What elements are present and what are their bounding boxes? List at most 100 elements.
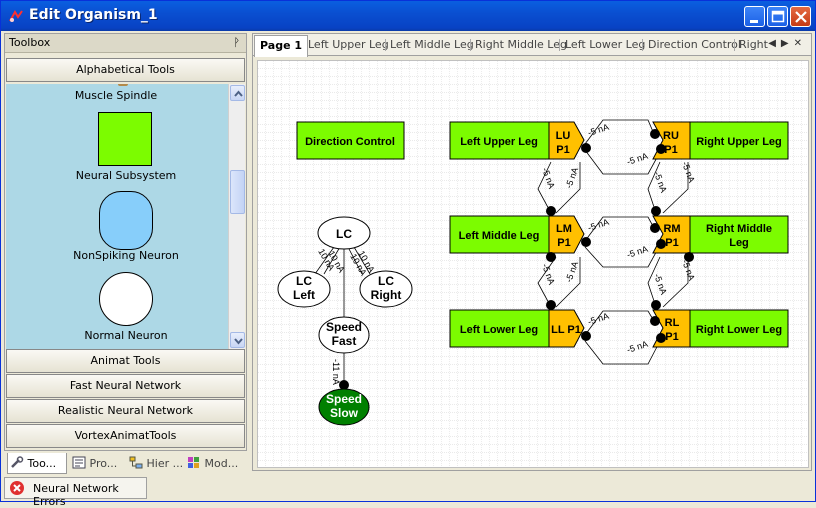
toolbox-title: Toolbox: [9, 36, 51, 49]
port-lu-sub: P1: [556, 144, 569, 156]
left-upper-leg-subsystem[interactable]: Left Upper Leg: [449, 121, 550, 160]
right-middle-leg-subsystem[interactable]: Right Middle Leg: [689, 215, 789, 254]
tab-scroll-left-icon[interactable]: ◀: [768, 38, 781, 49]
port-lm-p1[interactable]: LM P1: [548, 215, 585, 254]
tab-separator: [470, 39, 471, 51]
neural-network-errors-tab[interactable]: Neural Network Errors: [4, 477, 147, 508]
tab-separator: [734, 39, 735, 51]
tab-modules[interactable]: Mod...: [185, 453, 245, 474]
left-middle-leg-subsystem[interactable]: Left Middle Leg: [449, 215, 550, 254]
diagram-canvas[interactable]: Direction Control: [257, 60, 809, 468]
group-vortex-animat-tools[interactable]: VortexAnimatTools: [6, 424, 245, 448]
right-middle-leg-label-1: Right Middle: [706, 223, 772, 235]
port-ll-p1[interactable]: LL P1: [548, 309, 585, 348]
neuron-lc-left[interactable]: LC Left: [277, 270, 331, 308]
minimize-icon: [750, 20, 758, 23]
error-icon: [10, 481, 24, 495]
neuron-lc-right[interactable]: LC Right: [359, 270, 413, 308]
tab-left-upper-leg[interactable]: Left Upper Leg: [308, 38, 389, 51]
leg-synapse-lines: [537, 119, 689, 365]
tab-separator: [385, 39, 386, 51]
tab-page-1[interactable]: Page 1: [254, 35, 309, 57]
left-lower-leg-label: Left Lower Leg: [460, 324, 538, 336]
right-upper-leg-subsystem[interactable]: Right Upper Leg: [689, 121, 789, 160]
group-animat-tools[interactable]: Animat Tools: [6, 349, 245, 373]
neuron-speed-fast[interactable]: Speed Fast: [318, 316, 370, 354]
errors-tab-label: Neural Network Errors: [33, 482, 119, 508]
wrench-icon: [11, 456, 24, 468]
tab-hierarchy-label: Hier ...: [146, 457, 184, 470]
pin-icon[interactable]: ᚹ: [233, 36, 240, 49]
chevron-down-icon: [234, 338, 243, 345]
tool-palette: Muscle Spindle Neural Subsystem NonSpiki…: [6, 84, 245, 350]
tab-separator: [642, 39, 643, 51]
port-ru-label: RU: [663, 130, 679, 142]
neuron-speed-slow[interactable]: Speed Slow: [318, 388, 370, 426]
group-fast-neural-network[interactable]: Fast Neural Network: [6, 374, 245, 398]
neuron-lc-label: LC: [336, 227, 352, 241]
scroll-up-button[interactable]: [230, 85, 245, 101]
tab-hierarchy[interactable]: Hier ...: [127, 453, 184, 474]
tab-left-lower-leg[interactable]: Left Lower Leg: [565, 38, 646, 51]
tab-properties-label: Pro...: [89, 457, 118, 470]
syn-label: -11 nA: [331, 359, 341, 385]
port-lu-label: LU: [556, 130, 571, 142]
scroll-down-button[interactable]: [230, 332, 245, 348]
hierarchy-icon: [129, 456, 143, 469]
port-ll-label: LL P1: [551, 324, 581, 336]
left-lower-leg-subsystem[interactable]: Left Lower Leg: [449, 309, 550, 348]
synapse-endpoints: [546, 129, 694, 343]
right-middle-leg-label-2: Leg: [729, 237, 749, 249]
modules-icon: [188, 457, 199, 468]
tool-normal-neuron-label[interactable]: Normal Neuron: [84, 329, 168, 342]
group-realistic-neural-network[interactable]: Realistic Neural Network: [6, 399, 245, 423]
neural-subsystem-tool[interactable]: [98, 112, 152, 166]
normal-neuron-tool[interactable]: [99, 272, 153, 326]
neuron-lc[interactable]: LC: [317, 216, 371, 250]
right-lower-leg-subsystem[interactable]: Right Lower Leg: [689, 309, 789, 348]
direction-control-subsystem[interactable]: Direction Control: [296, 121, 405, 160]
tab-modules-label: Mod...: [204, 457, 239, 470]
tab-navigation: ◀▶✕: [768, 38, 807, 49]
diagram-document: Page 1 Left Upper Leg Left Middle Leg Ri…: [252, 33, 812, 471]
port-ru-sub: P1: [664, 144, 677, 156]
tab-close-icon[interactable]: ✕: [793, 38, 807, 49]
tab-toolbox[interactable]: Too...: [7, 453, 67, 474]
left-middle-leg-label: Left Middle Leg: [459, 230, 540, 242]
tab-properties[interactable]: Pro...: [70, 453, 126, 474]
tool-nonspiking-neuron-label[interactable]: NonSpiking Neuron: [73, 249, 179, 262]
tab-direction-control[interactable]: Direction Control: [648, 38, 741, 51]
scroll-thumb[interactable]: [230, 170, 245, 214]
port-rl-sub: P1: [665, 331, 678, 343]
nonspiking-neuron-tool[interactable]: [99, 191, 153, 250]
synapse-endpoint: [339, 380, 349, 390]
tool-neural-subsystem-label[interactable]: Neural Subsystem: [75, 169, 177, 182]
neuron-speed-fast-label-1: Speed: [326, 320, 362, 334]
group-alphabetical-tools[interactable]: Alphabetical Tools: [6, 58, 245, 82]
tool-muscle-spindle-label[interactable]: Muscle Spindle: [74, 89, 158, 102]
close-button[interactable]: [790, 6, 811, 27]
tab-left-middle-leg[interactable]: Left Middle Leg: [390, 38, 474, 51]
window-title: Edit Organism_1: [29, 7, 158, 23]
right-upper-leg-label: Right Upper Leg: [696, 136, 782, 148]
direction-control-label: Direction Control: [305, 136, 395, 148]
lc-connections: [314, 246, 371, 383]
port-lm-sub: P1: [557, 237, 570, 249]
palette-scrollbar[interactable]: [228, 84, 245, 350]
neuron-speed-fast-label-2: Fast: [332, 334, 357, 348]
tab-scroll-right-icon[interactable]: ▶: [780, 38, 794, 49]
port-lm-label: LM: [556, 223, 572, 235]
port-rm-label: RM: [663, 223, 680, 235]
tab-right[interactable]: Right: [739, 38, 768, 51]
tab-right-middle-leg[interactable]: Right Middle Leg: [475, 38, 567, 51]
port-rl-label: RL: [665, 317, 680, 329]
port-lu-p1[interactable]: LU P1: [548, 121, 585, 160]
muscle-spindle-icon: [118, 84, 128, 86]
title-bar[interactable]: Edit Organism_1: [1, 1, 815, 31]
neuron-lc-left-label-2: Left: [293, 288, 315, 302]
neuron-lc-right-label-1: LC: [378, 274, 394, 288]
minimize-button[interactable]: [744, 6, 765, 27]
maximize-button[interactable]: [767, 6, 788, 27]
neuron-speed-slow-label-1: Speed: [326, 392, 362, 406]
neuron-speed-slow-label-2: Slow: [330, 406, 359, 420]
